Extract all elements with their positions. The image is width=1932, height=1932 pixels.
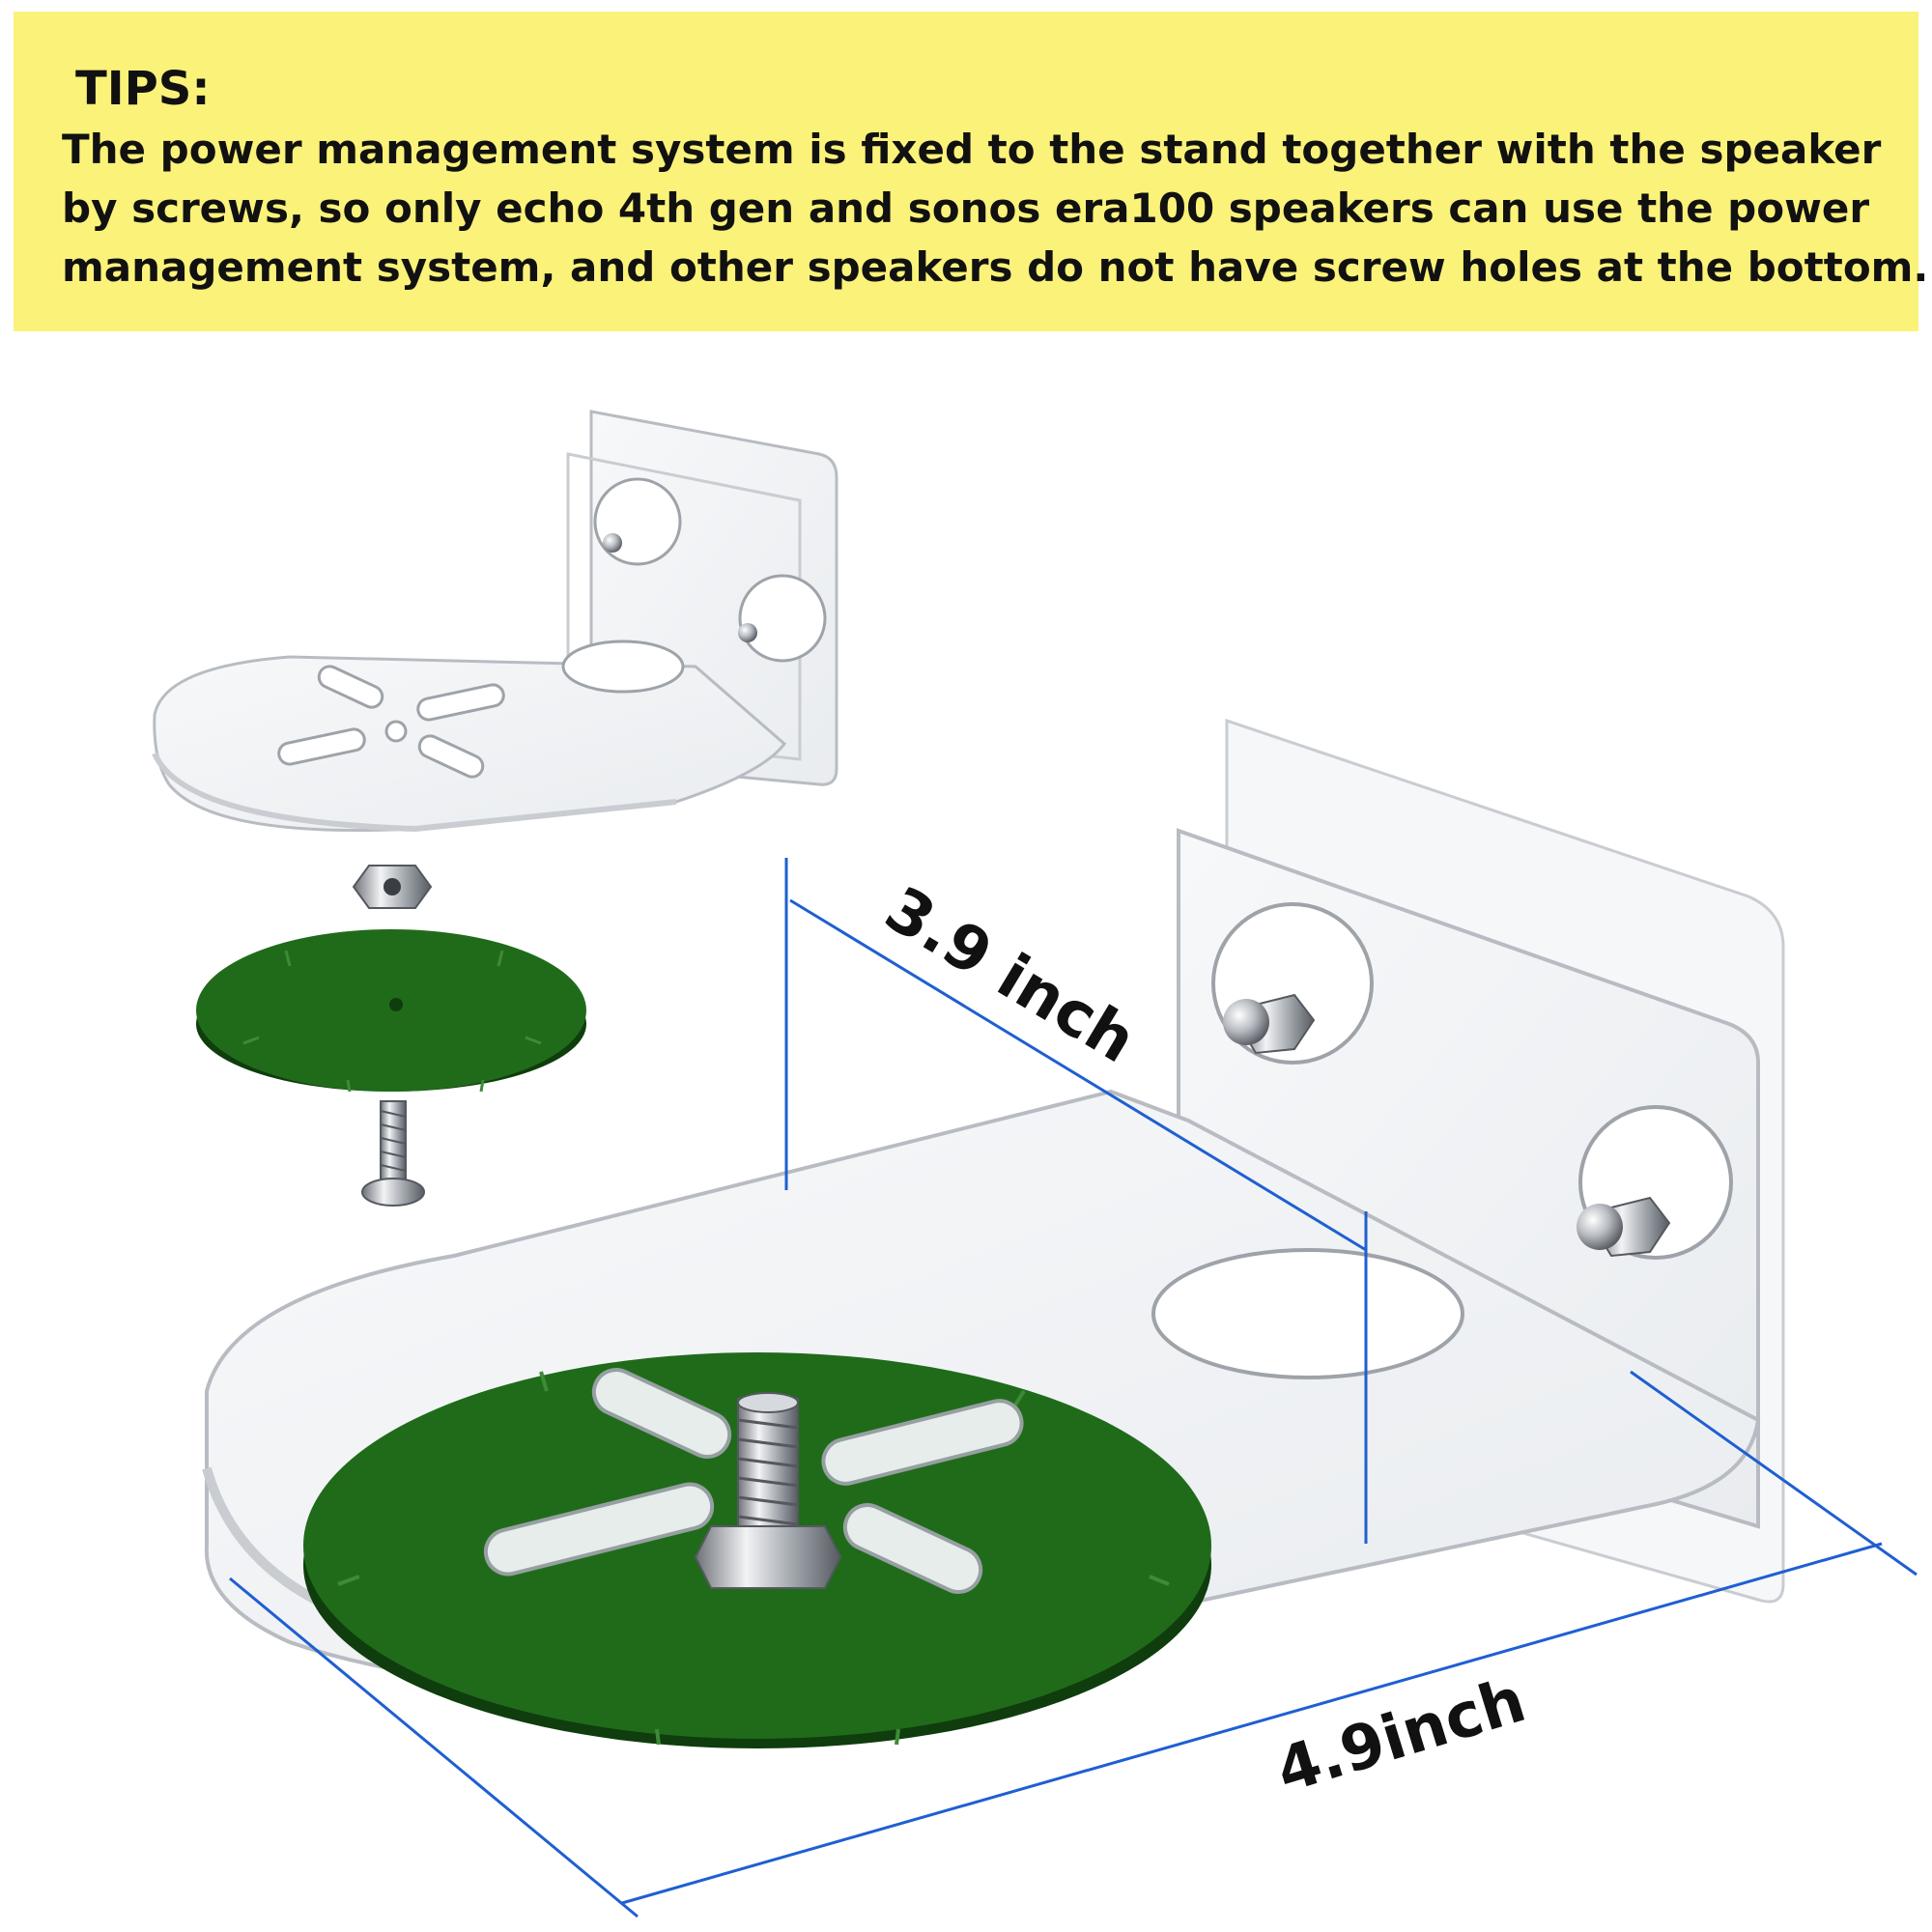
small-bracket: [152, 410, 838, 833]
tips-banner: TIPS: The power management system is fix…: [14, 12, 1929, 331]
tips-line-2: by screws, so only echo 4th gen and sono…: [62, 185, 1870, 232]
large-stud-1: [1223, 993, 1316, 1055]
hex-nut: [352, 865, 433, 909]
tips-line-3: management system, and other speakers do…: [62, 243, 1929, 291]
tips-title: TIPS:: [75, 62, 211, 116]
depth-dimension: [784, 858, 1368, 1544]
large-stud-2: [1577, 1196, 1671, 1258]
small-screw: [361, 1100, 425, 1207]
tips-body: The power management system is fixed to …: [62, 120, 1929, 297]
small-stud-2: [738, 623, 757, 642]
small-power-board: [196, 929, 586, 1093]
threaded-post: [694, 1392, 842, 1589]
small-stud-1: [603, 533, 622, 553]
large-bracket: [202, 718, 1785, 1748]
product-illustration: 3.9 inch 4.9inch: [152, 410, 1918, 1918]
width-dimension: [229, 1370, 1918, 1918]
small-bracket-base-plate: [153, 655, 787, 832]
tips-line-1: The power management system is fixed to …: [62, 126, 1882, 173]
width-label: 4.9inch: [1268, 1664, 1533, 1807]
